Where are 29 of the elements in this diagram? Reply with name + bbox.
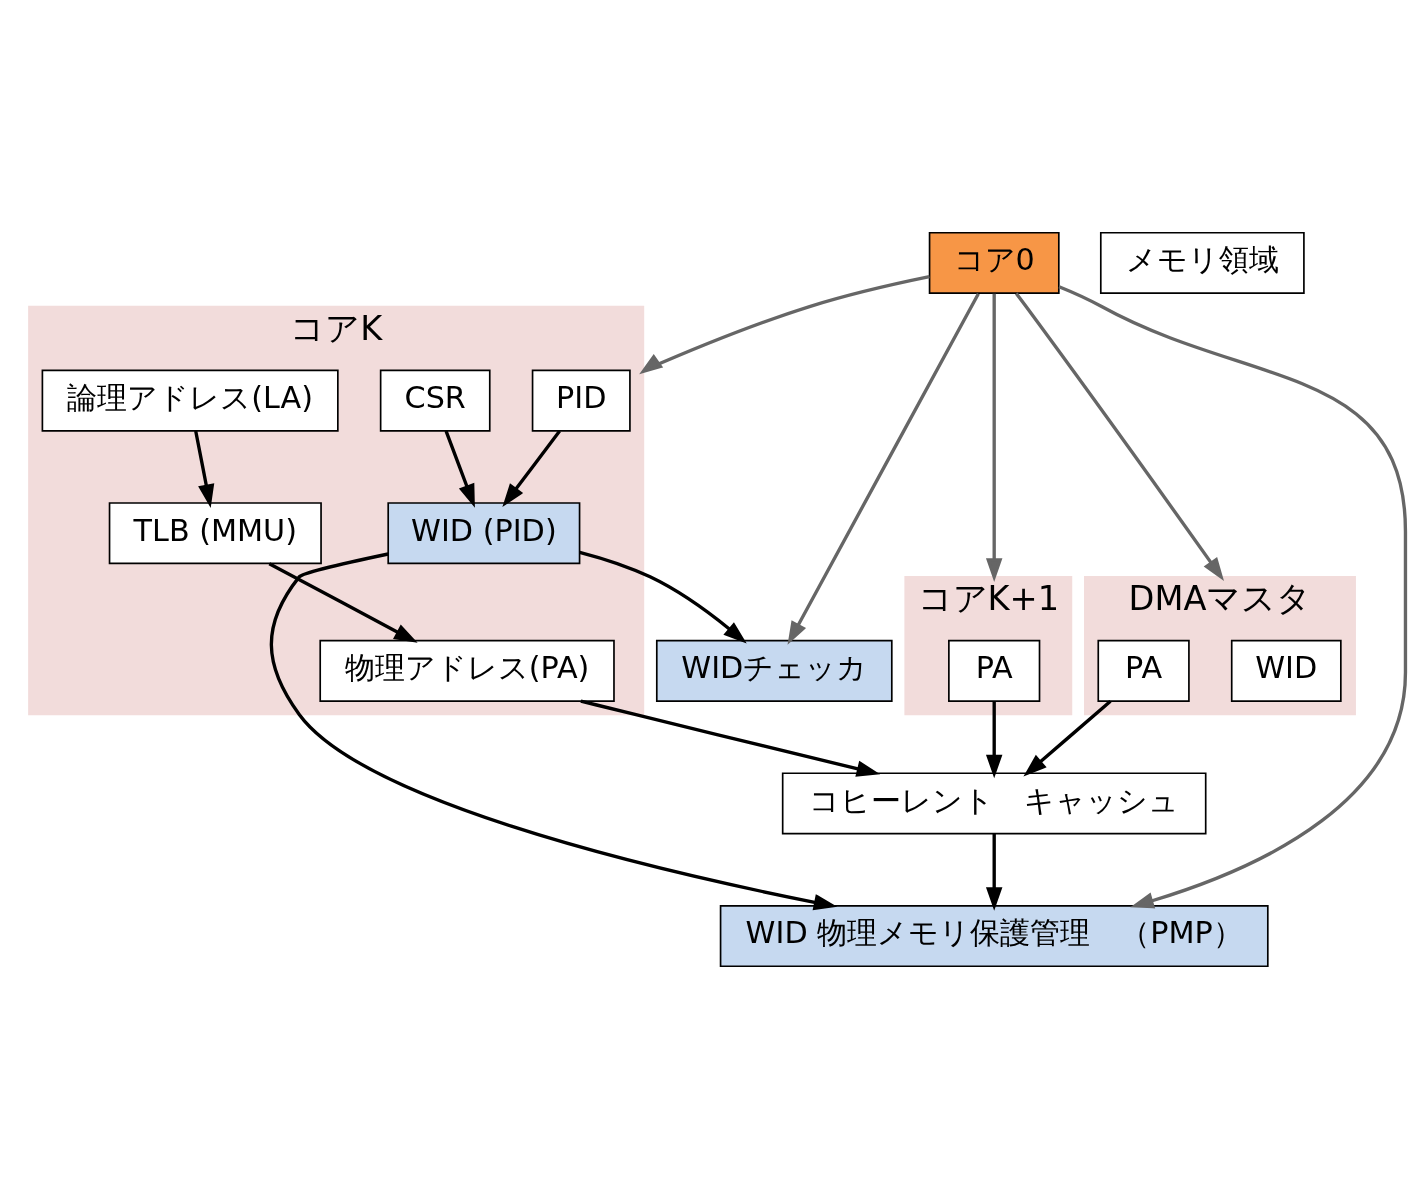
arrow bbox=[639, 275, 930, 375]
node-box: WIDチェッカ bbox=[655, 639, 893, 702]
arrow bbox=[269, 552, 838, 911]
arrow bbox=[985, 293, 1003, 582]
arrow bbox=[502, 429, 561, 507]
node-box: コヒーレント キャッシュ bbox=[781, 772, 1207, 835]
arrow bbox=[444, 430, 475, 508]
arrow bbox=[579, 550, 747, 644]
node-box: PA bbox=[1097, 639, 1190, 702]
arrow bbox=[1058, 285, 1408, 909]
arrow bbox=[985, 701, 1003, 779]
node-box: WID (PID) bbox=[387, 502, 581, 565]
arrow bbox=[1023, 699, 1112, 777]
node-box: PID bbox=[531, 369, 631, 432]
node-box: WID bbox=[1230, 639, 1342, 702]
node-box: PA bbox=[948, 639, 1041, 702]
node-box: コア0 bbox=[928, 231, 1060, 294]
arrow bbox=[194, 430, 215, 508]
node-box: メモリ領域 bbox=[1099, 231, 1305, 294]
arrow bbox=[985, 833, 1003, 911]
arrow bbox=[1014, 292, 1225, 581]
node-box: TLB (MMU) bbox=[108, 502, 322, 565]
node-box: WID 物理メモリ保護管理 （PMP） bbox=[719, 905, 1269, 968]
node-box: CSR bbox=[379, 369, 491, 432]
node-box: 物理アドレス(PA) bbox=[319, 639, 615, 702]
arrow bbox=[787, 292, 980, 645]
arrow bbox=[580, 699, 881, 777]
node-box: 論理アドレス(LA) bbox=[41, 369, 339, 432]
arrow bbox=[268, 562, 418, 643]
